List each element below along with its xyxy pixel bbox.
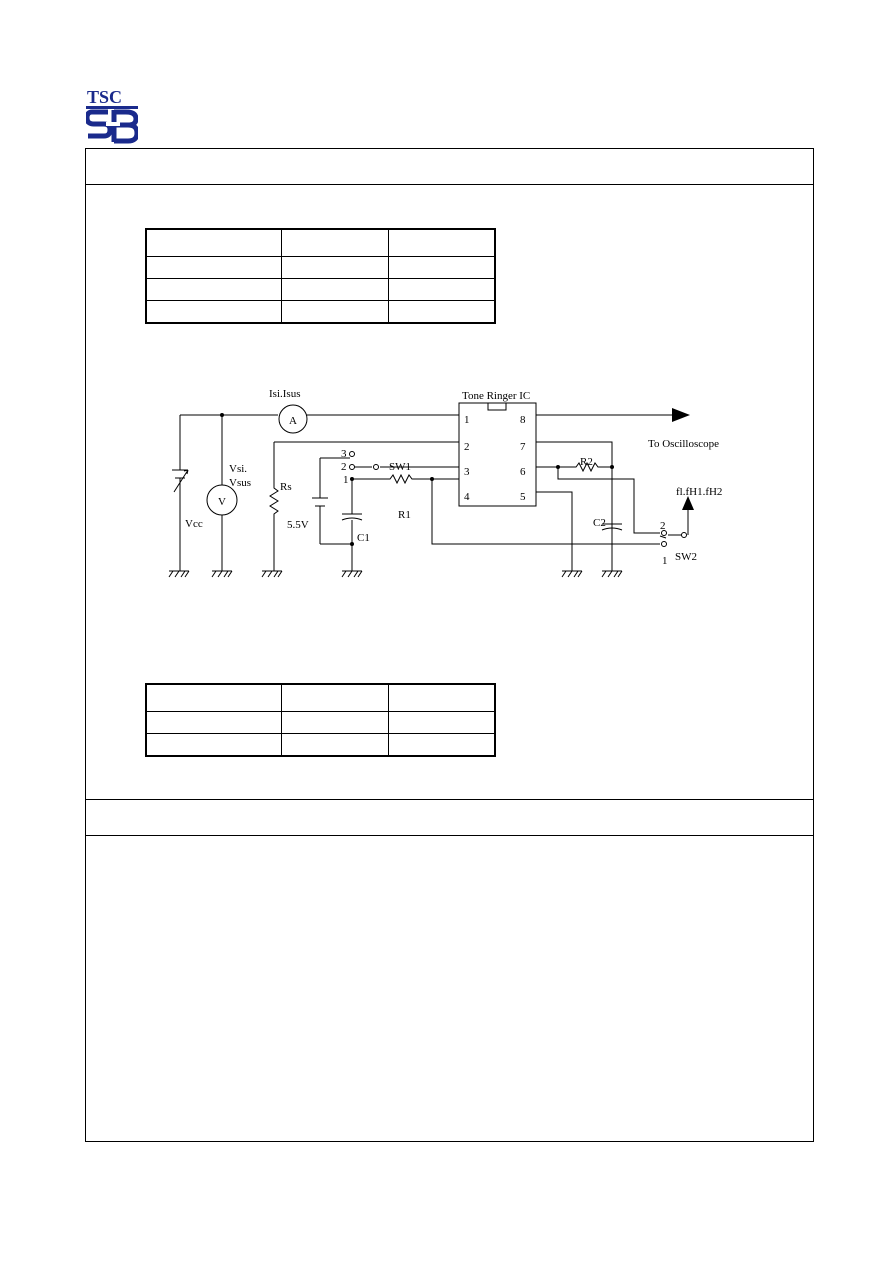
sw1-position: 2 [341, 461, 347, 473]
c2-label: C2 [593, 517, 606, 529]
voltmeter-label: Vsus [229, 477, 251, 489]
sw2-position: 2 [660, 520, 666, 532]
voltmeter-label: Vsi. [229, 463, 247, 475]
pin-label: 8 [520, 414, 526, 426]
pin-label: 3 [464, 466, 470, 478]
sw1-position: 1 [343, 474, 349, 486]
table-row [145, 300, 496, 324]
ammeter-symbol: A [289, 415, 297, 427]
sw2-position: 1 [662, 555, 668, 567]
c1-label: C1 [357, 532, 370, 544]
pin-label: 7 [520, 441, 526, 453]
pin-label: 5 [520, 491, 526, 503]
frequency-label: fl.fH1.fH2 [676, 486, 722, 498]
r2-label: R2 [580, 456, 593, 468]
ground-icon [168, 570, 623, 578]
sw2-label: SW2 [675, 551, 697, 563]
r1-label: R1 [398, 509, 411, 521]
rs-label: Rs [280, 481, 292, 493]
table-row [145, 256, 496, 279]
test-circuit-diagram: Tone Ringer IC 1 2 3 4 5 6 7 8 Isi.Isus … [168, 388, 722, 578]
oscilloscope-label: To Oscilloscope [648, 438, 719, 450]
section-divider [86, 835, 813, 836]
section-divider [86, 799, 813, 800]
pin-label: 2 [464, 441, 470, 453]
ic-title: Tone Ringer IC [462, 390, 530, 402]
battery-label: 5.5V [287, 519, 309, 531]
voltmeter-symbol: V [218, 496, 226, 508]
vcc-label: Vcc [185, 518, 203, 530]
ammeter-label: Isi.Isus [269, 388, 300, 400]
table-row [145, 711, 496, 734]
data-table-1 [145, 228, 496, 324]
content-frame [85, 148, 814, 1142]
table-row [145, 733, 496, 757]
pin-label: 4 [464, 491, 470, 503]
table-row [145, 683, 496, 712]
logo-text: TSC [87, 87, 122, 107]
sw1-label: SW1 [389, 461, 411, 473]
table-row [145, 278, 496, 301]
sw1-position: 3 [341, 448, 347, 460]
pin-label: 1 [464, 414, 470, 426]
data-table-2 [145, 683, 496, 757]
pin-label: 6 [520, 466, 526, 478]
section-divider [86, 184, 813, 185]
table-row [145, 228, 496, 257]
tsc-logo-icon: TSC [86, 87, 138, 144]
